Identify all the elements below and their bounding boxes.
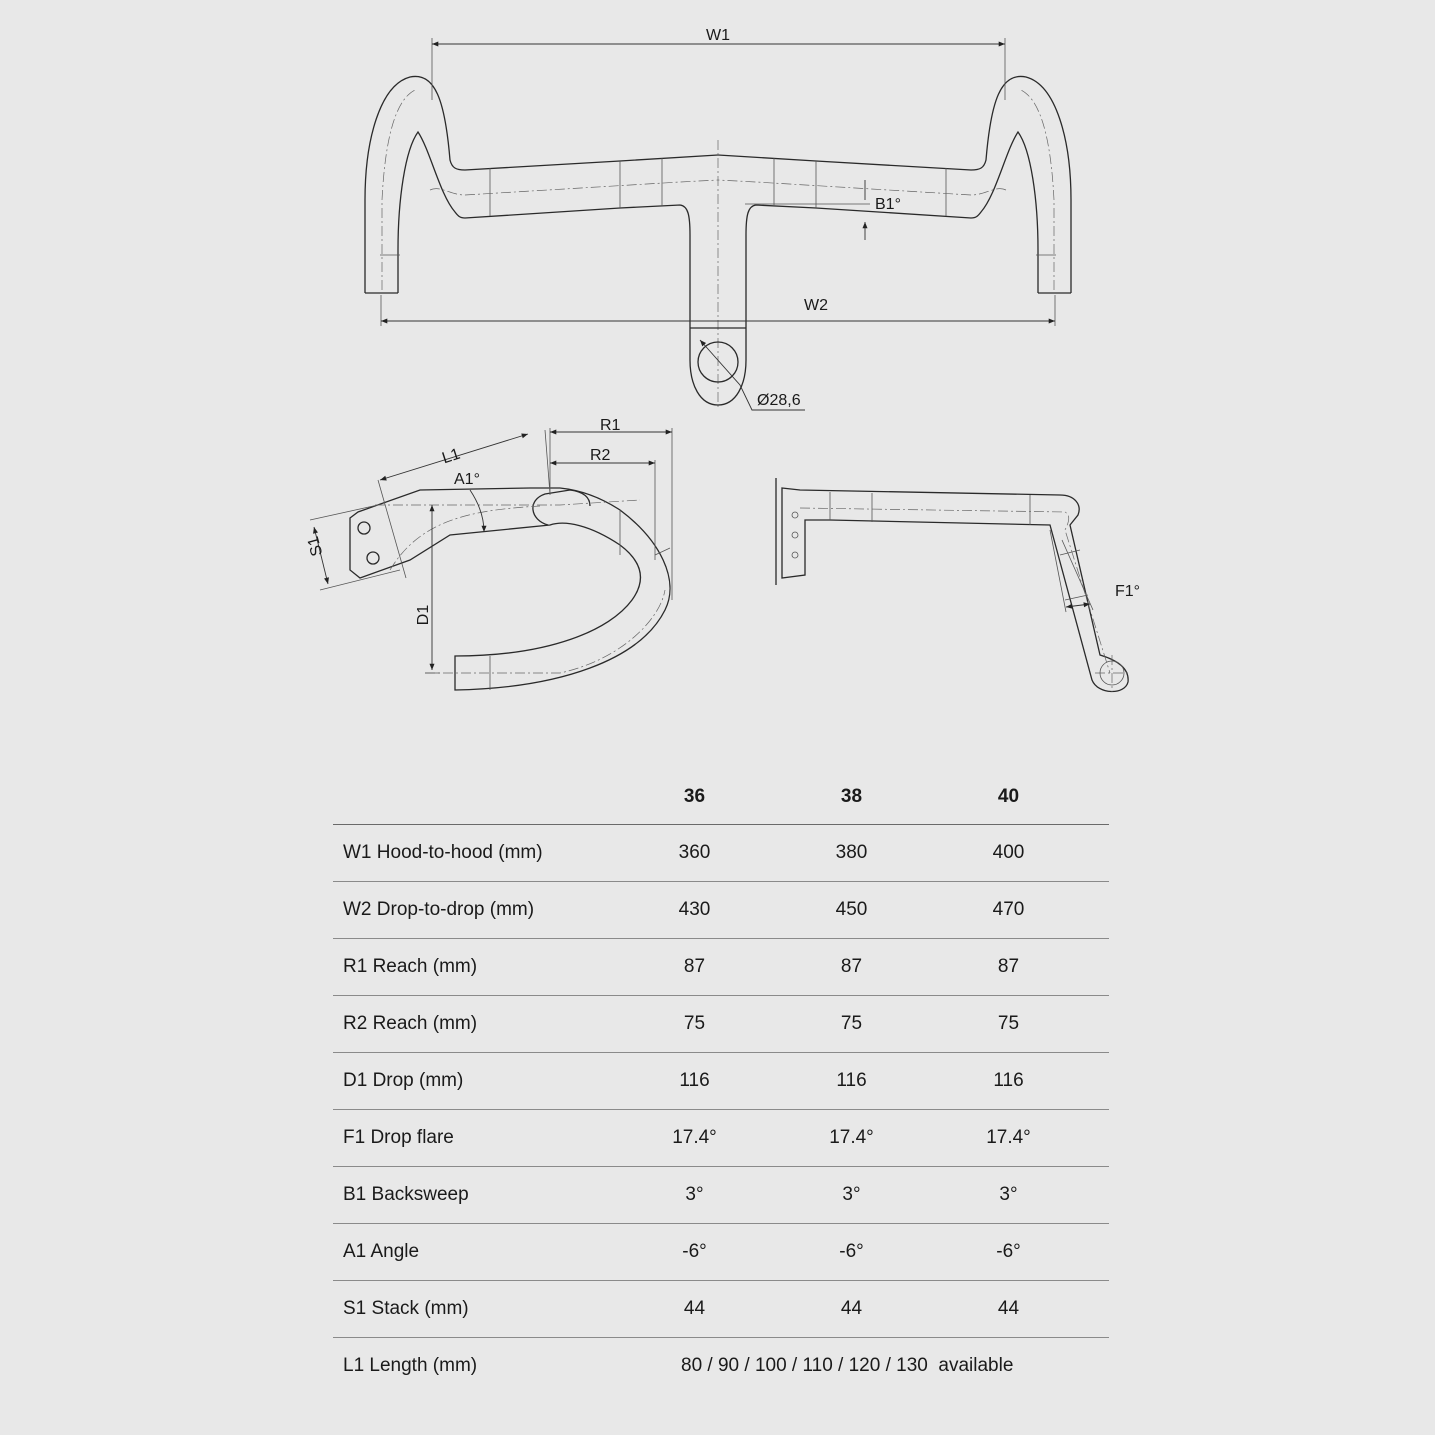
cell-value: 116 xyxy=(679,1070,710,1091)
cell-value: 17.4° xyxy=(986,1127,1031,1148)
top-view-left-half xyxy=(364,75,719,320)
cell-value: 75 xyxy=(683,1013,706,1034)
cell-value: 87 xyxy=(840,956,863,977)
table-row: W1 Hood-to-hood (mm) 360 380 400 xyxy=(333,825,1109,882)
l1-label: L1 xyxy=(440,446,462,468)
cell-value: 470 xyxy=(992,899,1025,920)
cell-value: 3° xyxy=(842,1184,861,1205)
side-view: L1 R1 R2 A1° S1 D1 xyxy=(305,417,673,691)
cell-value: 44 xyxy=(683,1298,706,1319)
handlebar-technical-drawing: Ø28,6 W1 W2 B1° L1 R1 R2 A1° S1 D1 xyxy=(305,27,1140,693)
row-label: R1 Reach (mm) xyxy=(343,956,478,977)
r2-label: R2 xyxy=(590,447,611,464)
cell-value: -6° xyxy=(682,1241,707,1262)
cell-value: -6° xyxy=(839,1241,864,1262)
size-38-header: 38 xyxy=(840,786,863,807)
row-label: F1 Drop flare xyxy=(343,1127,454,1148)
table-row: S1 Stack (mm) 44 44 44 xyxy=(333,1281,1109,1338)
cell-value: 3° xyxy=(999,1184,1018,1205)
row-label: B1 Backsweep xyxy=(343,1184,469,1205)
table-row: F1 Drop flare 17.4° 17.4° 17.4° xyxy=(333,1110,1109,1167)
r1-label: R1 xyxy=(600,417,621,434)
row-label: D1 Drop (mm) xyxy=(343,1070,464,1091)
cell-value: 75 xyxy=(840,1013,863,1034)
cell-value: 116 xyxy=(993,1070,1024,1091)
cell-value: 44 xyxy=(997,1298,1020,1319)
d1-label: D1 xyxy=(415,605,432,626)
top-view-right-half xyxy=(717,75,1072,320)
w2-label: W2 xyxy=(804,297,828,314)
size-36-header: 36 xyxy=(683,786,706,807)
cell-value: 17.4° xyxy=(829,1127,874,1148)
cell-value: 75 xyxy=(997,1013,1020,1034)
cell-value: 450 xyxy=(835,899,868,920)
table-row: D1 Drop (mm) 116 116 116 xyxy=(333,1053,1109,1110)
cell-value: 116 xyxy=(836,1070,867,1091)
table-row: R1 Reach (mm) 87 87 87 xyxy=(333,939,1109,996)
cell-value: 3° xyxy=(685,1184,704,1205)
row-label: L1 Length (mm) xyxy=(343,1355,478,1376)
w1-label: W1 xyxy=(706,27,730,44)
table-row-l1: L1 Length (mm) 80 / 90 / 100 / 110 / 120… xyxy=(333,1338,1109,1394)
cell-value: 400 xyxy=(992,842,1025,863)
cell-value: 360 xyxy=(678,842,711,863)
top-view: Ø28,6 W1 W2 B1° xyxy=(364,27,1072,411)
front-view: F1° xyxy=(775,478,1140,693)
stem-clamp xyxy=(689,320,747,406)
cell-value: -6° xyxy=(996,1241,1021,1262)
row-label: W1 Hood-to-hood (mm) xyxy=(343,842,543,863)
l1-lengths-available: 80 / 90 / 100 / 110 / 120 / 130 availabl… xyxy=(681,1355,1014,1376)
cell-value: 44 xyxy=(840,1298,863,1319)
cell-value: 17.4° xyxy=(672,1127,717,1148)
f1-label: F1° xyxy=(1115,583,1140,600)
cell-value: 380 xyxy=(835,842,868,863)
table-row: R2 Reach (mm) 75 75 75 xyxy=(333,996,1109,1053)
table-header-row: 36 38 40 xyxy=(333,770,1109,825)
table-row: B1 Backsweep 3° 3° 3° xyxy=(333,1167,1109,1224)
row-label: R2 Reach (mm) xyxy=(343,1013,478,1034)
row-label: S1 Stack (mm) xyxy=(343,1298,469,1319)
cell-value: 87 xyxy=(997,956,1020,977)
cell-value: 87 xyxy=(683,956,706,977)
row-label: A1 Angle xyxy=(343,1241,420,1262)
row-label: W2 Drop-to-drop (mm) xyxy=(343,899,535,920)
a1-label: A1° xyxy=(454,471,480,488)
table-row: W2 Drop-to-drop (mm) 430 450 470 xyxy=(333,882,1109,939)
cell-value: 430 xyxy=(678,899,711,920)
b1-label: B1° xyxy=(875,196,901,213)
size-40-header: 40 xyxy=(997,786,1020,807)
s1-label: S1 xyxy=(305,534,327,557)
clamp-diameter-label: Ø28,6 xyxy=(757,392,801,409)
table-row: A1 Angle -6° -6° -6° xyxy=(333,1224,1109,1281)
